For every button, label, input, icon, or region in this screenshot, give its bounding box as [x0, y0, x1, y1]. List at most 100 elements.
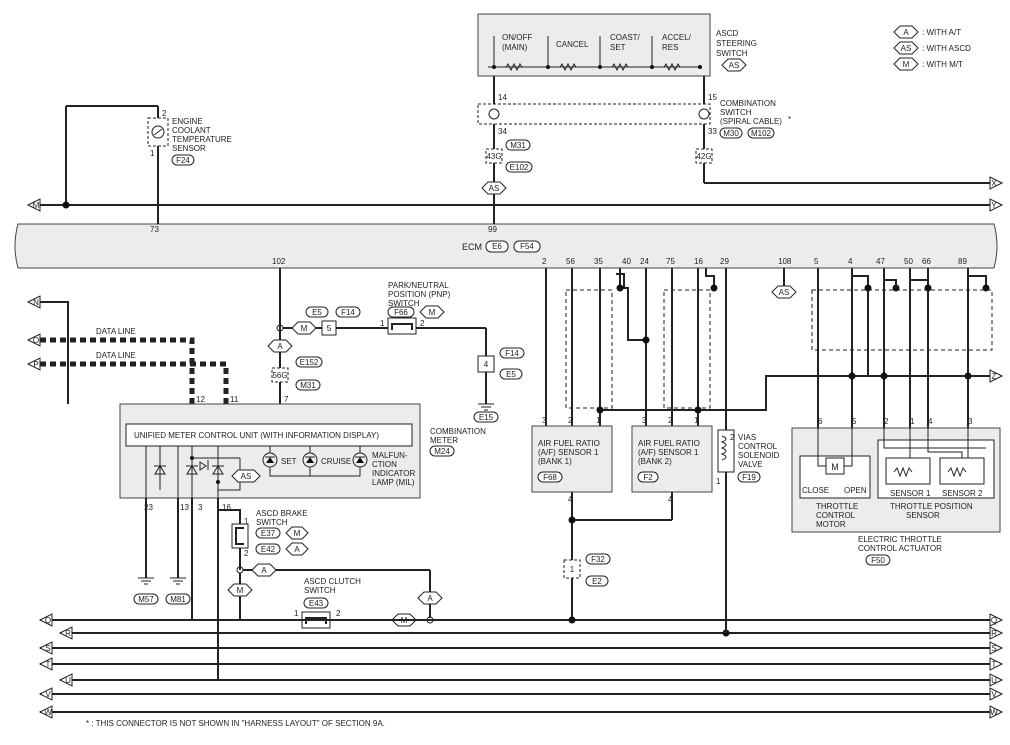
combination-meter: UNIFIED METER CONTROL UNIT (WITH INFORMA… — [119, 395, 486, 499]
connector-f50: F50 — [871, 556, 885, 565]
meter-pin-13: 13 — [180, 503, 189, 512]
clutch-label-1: ASCD CLUTCH — [304, 577, 361, 586]
af1-label-1: AIR FUEL RATIO — [538, 439, 600, 448]
pnp-pin-1: 1 — [380, 319, 385, 328]
tag-left-w: W — [44, 708, 52, 717]
steering-switch-as-tag: AS — [729, 61, 740, 70]
af1-pin-2: 2 — [568, 416, 573, 425]
actuator-label-1: ELECTRIC THROTTLE — [858, 535, 942, 544]
vias-label-2: CONTROL — [738, 442, 778, 451]
meter-pin-16: 16 — [222, 503, 231, 512]
tag-left-t: T — [46, 660, 51, 669]
pnp-label-2: POSITION (PNP) — [388, 290, 451, 299]
footnote: * : THIS CONNECTOR IS NOT SHOWN IN "HARN… — [86, 719, 385, 728]
tag-left-n: N — [33, 298, 39, 307]
legend-m-text: : WITH M/T — [922, 60, 963, 69]
pnp-pin-2: 2 — [420, 319, 425, 328]
tag-right-t: T — [992, 660, 997, 669]
comb-switch-label-2: SWITCH — [720, 108, 752, 117]
comb-switch-as-tag: AS — [489, 184, 500, 193]
af1-pin-1: 1 — [596, 416, 601, 425]
steering-switch-label-2: STEERING — [716, 39, 757, 48]
tag-left-u: U — [65, 676, 71, 685]
tag-left-v: V — [45, 690, 51, 699]
connector-e5: E5 — [312, 308, 322, 317]
mil-label-4: LAMP (MIL) — [372, 478, 415, 487]
tps-label-2: SENSOR — [906, 511, 940, 520]
ecm-pin-50: 50 — [904, 257, 913, 266]
legend-as-tag: AS — [901, 44, 912, 53]
connector-e152: E152 — [300, 358, 319, 367]
af2-pin-1: 1 — [694, 416, 699, 425]
onoff-button-label: ON/OFF — [502, 33, 532, 42]
ecm-pin-47: 47 — [876, 257, 885, 266]
tag-right-q: Q — [991, 616, 997, 625]
tag-left-m: M — [33, 201, 40, 210]
brake-label-1: ASCD BRAKE — [256, 509, 308, 518]
coast-button-label: COAST/ — [610, 33, 641, 42]
tag-left-q: Q — [45, 616, 51, 625]
pin-33: 33 — [708, 127, 717, 136]
ecm-pin-75: 75 — [666, 257, 675, 266]
clutch-pin-2: 2 — [336, 609, 341, 618]
connector-m102: M102 — [751, 129, 772, 138]
steering-switch-label-1: ASCD — [716, 29, 738, 38]
cruise-indicator-label: CRUISE — [321, 457, 351, 466]
mil-label-1: MALFUN- — [372, 451, 408, 460]
pin-56g: 56G — [272, 371, 287, 380]
vias-pin-2: 2 — [730, 433, 735, 442]
throttle-pin-2: 2 — [884, 417, 889, 426]
pnp-label-1: PARK/NEUTRAL — [388, 281, 449, 290]
actuator-label-2: CONTROL ACTUATOR — [858, 544, 942, 553]
af2-label-1: AIR FUEL RATIO — [638, 439, 700, 448]
tag-right-x: X — [991, 179, 997, 188]
af1-label-3: (BANK 1) — [538, 457, 572, 466]
comb-switch-star: * — [788, 115, 791, 124]
ects-label-4: SENSOR — [172, 144, 206, 153]
throttle-motor-symbol: M — [831, 462, 839, 472]
pin-43g: 43G — [486, 152, 501, 161]
ecm-pin-56: 56 — [566, 257, 575, 266]
clutch-a-tag: A — [427, 594, 433, 603]
vias-label-1: VIAS — [738, 433, 756, 442]
brake-a-tag: A — [294, 545, 300, 554]
throttle-pin-4: 4 — [928, 417, 933, 426]
meter-pin-3: 3 — [198, 503, 203, 512]
connector-f2: F2 — [643, 473, 653, 482]
pnp-label-3: SWITCH — [388, 299, 420, 308]
connector-m31-b: M31 — [300, 381, 316, 390]
ascd-brake-switch: 1 2 ASCD BRAKE SWITCH E37 M E42 A A M A — [218, 509, 443, 624]
tag-left-r: R — [65, 629, 71, 638]
pin-14: 14 — [498, 93, 507, 102]
ecm-label: ECM — [462, 242, 482, 252]
legend-a-tag: A — [903, 28, 909, 37]
connector-e6: E6 — [492, 242, 502, 251]
ground-m57: M57 — [138, 595, 154, 604]
clutch-label-2: SWITCH — [304, 586, 336, 595]
af2-label-3: (BANK 2) — [638, 457, 672, 466]
mil-label-3: INDICATOR — [372, 469, 415, 478]
ecm-pin-29: 29 — [720, 257, 729, 266]
ground-m81: M81 — [170, 595, 186, 604]
af2-pin-3: 3 — [642, 416, 647, 425]
connector-e2: E2 — [592, 577, 602, 586]
ecm-pin-5: 5 — [814, 257, 819, 266]
af-sensor-bank1: 3 2 1 AIR FUEL RATIO (A/F) SENSOR 1 (BAN… — [531, 268, 613, 504]
vias-label-4: VALVE — [738, 460, 763, 469]
accel-button-label: ACCEL/ — [662, 33, 692, 42]
sensor2-label: SENSOR 2 — [942, 489, 983, 498]
tag-left-p: P — [33, 360, 38, 369]
ecm-108-as-tag — [771, 285, 797, 299]
pin-15: 15 — [708, 93, 717, 102]
steering-switch-label-3: SWITCH — [716, 49, 748, 58]
comb-switch-label-1: COMBINATION — [720, 99, 776, 108]
connector-m24: M24 — [434, 447, 450, 456]
ecm-pin-73: 73 — [150, 225, 159, 234]
connector-e42: E42 — [261, 545, 276, 554]
connector-f19: F19 — [742, 473, 756, 482]
ects-label-2: COOLANT — [172, 126, 211, 135]
brake-line-a-tag: A — [261, 566, 267, 575]
meter-pin-11: 11 — [230, 395, 239, 404]
tag-right-u: U — [991, 676, 997, 685]
